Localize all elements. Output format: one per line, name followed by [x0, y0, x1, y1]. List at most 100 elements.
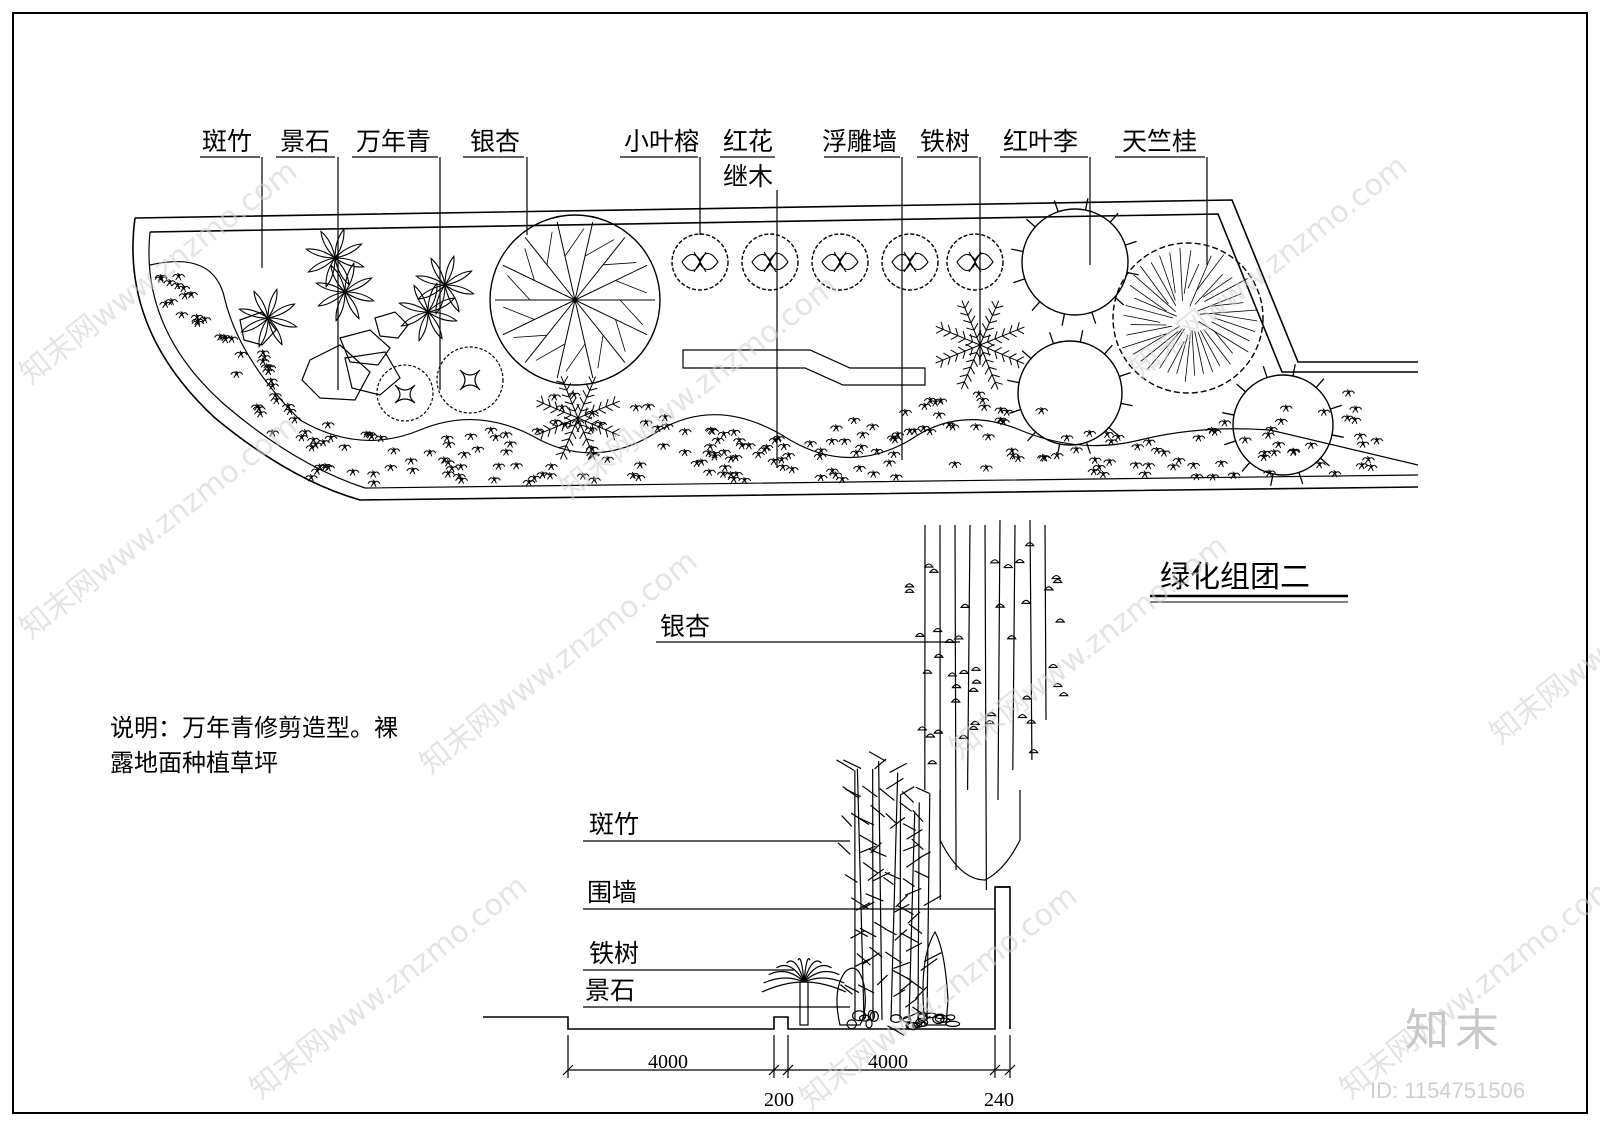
groundcover-mark — [487, 476, 501, 484]
groundcover-mark — [727, 428, 741, 437]
groundcover-mark — [716, 470, 730, 478]
groundcover-mark — [729, 453, 743, 462]
groundcover-mark — [1342, 389, 1355, 397]
groundcover-mark — [1070, 446, 1083, 454]
groundcover-mark — [760, 443, 774, 452]
groundcover-mark — [178, 292, 192, 300]
groundcover-mark — [254, 410, 267, 418]
groundcover-mark — [1328, 470, 1342, 478]
groundcover-mark — [1274, 417, 1288, 426]
groundcover-mark — [969, 423, 983, 431]
groundcover-mark — [442, 440, 456, 449]
groundcover-mark — [510, 462, 523, 470]
groundcover-mark — [1187, 461, 1201, 470]
groundcover-mark — [489, 433, 503, 442]
groundcover-mark — [651, 424, 665, 433]
groundcover-mark — [639, 419, 653, 427]
groundcover-mark — [829, 471, 843, 479]
groundcover-mark — [1096, 470, 1110, 479]
rock-elevation — [836, 930, 949, 1026]
groundcover-mark — [307, 436, 320, 445]
groundcover-mark — [1227, 471, 1241, 479]
groundcover-mark — [1142, 438, 1156, 446]
groundcover-mark — [1100, 430, 1114, 439]
groundcover-mark — [867, 470, 881, 478]
groundcover-mark — [165, 297, 178, 306]
watermark-text: 知末网www.znzmo.com — [243, 868, 534, 1106]
groundcover-mark — [346, 468, 360, 476]
groundcover-mark — [1264, 425, 1278, 434]
groundcover-mark — [1215, 459, 1228, 468]
groundcover-mark — [1370, 437, 1384, 445]
groundcover-mark — [445, 465, 459, 473]
groundcover-mark — [923, 396, 937, 405]
groundcover-mark — [544, 472, 557, 480]
watermark-text: 知末网www.znzmo.com — [413, 543, 704, 781]
groundcover-mark — [295, 433, 309, 442]
groundcover-mark — [1192, 434, 1206, 442]
groundcover-mark — [776, 463, 790, 472]
groundcover-mark — [758, 446, 772, 454]
watermark-text: 知末网www.znzmo.com — [943, 528, 1234, 766]
drawing-frame — [12, 12, 1588, 1114]
groundcover-mark — [642, 402, 655, 411]
groundcover-mark — [454, 463, 468, 471]
plum-tree — [1007, 330, 1133, 456]
groundcover-mark — [1087, 467, 1101, 476]
groundcover-mark — [752, 450, 765, 459]
groundcover-mark — [718, 464, 732, 472]
ficus-tree — [671, 233, 729, 291]
groundcover-mark — [1006, 452, 1020, 460]
groundcover-mark — [1172, 456, 1186, 465]
groundcover-mark — [1364, 463, 1378, 472]
groundcover-mark — [1150, 446, 1164, 455]
label-ginkgo: 银杏 — [470, 127, 520, 156]
groundcover-mark — [703, 468, 716, 477]
groundcover-mark — [735, 441, 749, 450]
relief-wall — [682, 349, 926, 386]
watermarks: 知末网www.znzmo.com 知末网www.znzmo.com 知末网www… — [13, 148, 1600, 1116]
groundcover-mark — [658, 413, 672, 422]
groundcover-mark — [660, 422, 674, 431]
groundcover-mark — [163, 279, 177, 287]
groundcover-mark — [387, 447, 401, 455]
groundcover-mark — [548, 393, 562, 401]
groundcover-mark — [1218, 419, 1232, 427]
watermark-id: ID: 1154751506 — [1370, 1078, 1525, 1103]
section-label-rock: 景石 — [585, 976, 635, 1005]
groundcover-mark — [1287, 448, 1300, 457]
ficus-tree — [741, 233, 799, 291]
label-evergreen: 万年青 — [356, 127, 431, 156]
watermark-text: 知末网www.znzmo.com — [1333, 868, 1600, 1106]
cycad-plan — [536, 300, 1025, 460]
groundcover-mark — [1088, 456, 1102, 464]
label-bamboo: 斑竹 — [202, 127, 252, 156]
groundcover-mark — [492, 462, 506, 470]
groundcover-mark — [717, 430, 731, 439]
groundcover-mark — [1258, 449, 1272, 458]
groundcover-mark — [855, 443, 868, 452]
groundcover-mark — [457, 450, 471, 459]
bamboo-clumps-plan — [237, 227, 476, 349]
groundcover-mark — [738, 476, 752, 485]
groundcover-mark — [730, 470, 743, 479]
groundcover-mark — [1060, 434, 1074, 442]
section-label-bamboo: 斑竹 — [589, 810, 639, 839]
groundcover-mark — [978, 403, 991, 412]
label-red-leaf-plum: 红叶李 — [1003, 127, 1078, 156]
groundcover-mark — [785, 465, 799, 474]
groundcover-mark — [856, 431, 870, 439]
note-line-1: 说明：万年青修剪造型。裸 — [110, 714, 398, 742]
groundcover-mark — [1036, 453, 1050, 462]
groundcover-mark — [1103, 458, 1117, 466]
groundcover-mark — [1356, 440, 1370, 448]
groundcover-mark — [185, 290, 198, 299]
drawing-title: 绿化组团二 — [1150, 560, 1348, 603]
groundcover-mark — [154, 273, 168, 282]
groundcover-mark — [847, 416, 861, 425]
groundcover-mark — [1206, 473, 1220, 481]
groundcover-mark — [191, 317, 205, 326]
groundcover-mark — [406, 466, 420, 475]
groundcover-mark — [711, 436, 725, 445]
